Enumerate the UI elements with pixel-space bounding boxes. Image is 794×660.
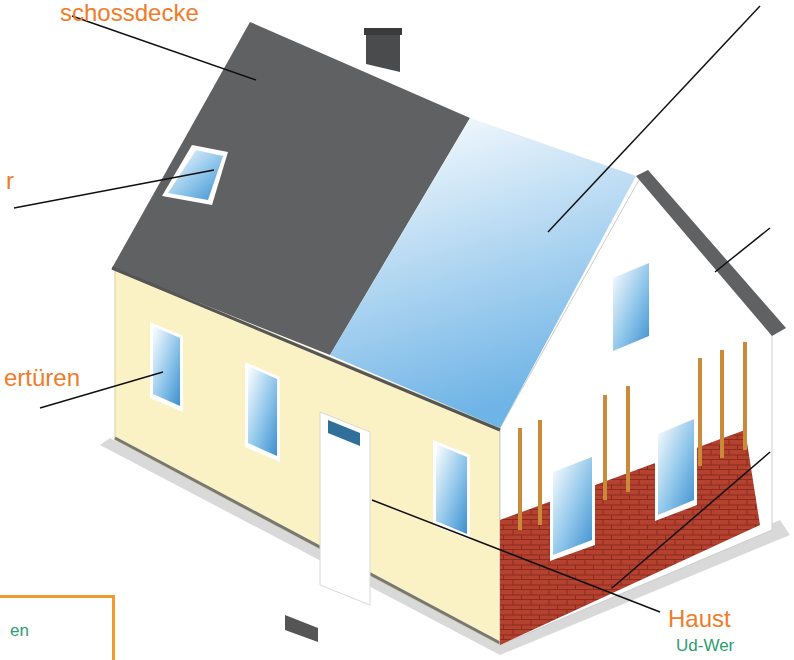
part-label: Haust xyxy=(668,606,731,632)
plinth xyxy=(115,438,500,643)
door-window xyxy=(328,420,360,446)
windows xyxy=(150,258,697,561)
part-label: r xyxy=(6,168,14,194)
front-door xyxy=(320,412,370,605)
chimney xyxy=(366,32,400,72)
part-label: ertüren xyxy=(4,365,80,391)
chimney-cap xyxy=(364,28,402,35)
roof-panel xyxy=(330,118,636,428)
roof-window xyxy=(168,150,223,200)
roof-edge xyxy=(636,170,786,336)
leader-lines xyxy=(14,6,770,612)
legend-box: en xyxy=(0,595,115,660)
box-text: en xyxy=(0,598,112,641)
part-label: Ud-Wer xyxy=(676,637,734,656)
roof-window-frame xyxy=(162,145,228,205)
door-step xyxy=(285,615,318,642)
eave xyxy=(112,268,500,430)
part-label: schossdecke xyxy=(60,0,199,26)
